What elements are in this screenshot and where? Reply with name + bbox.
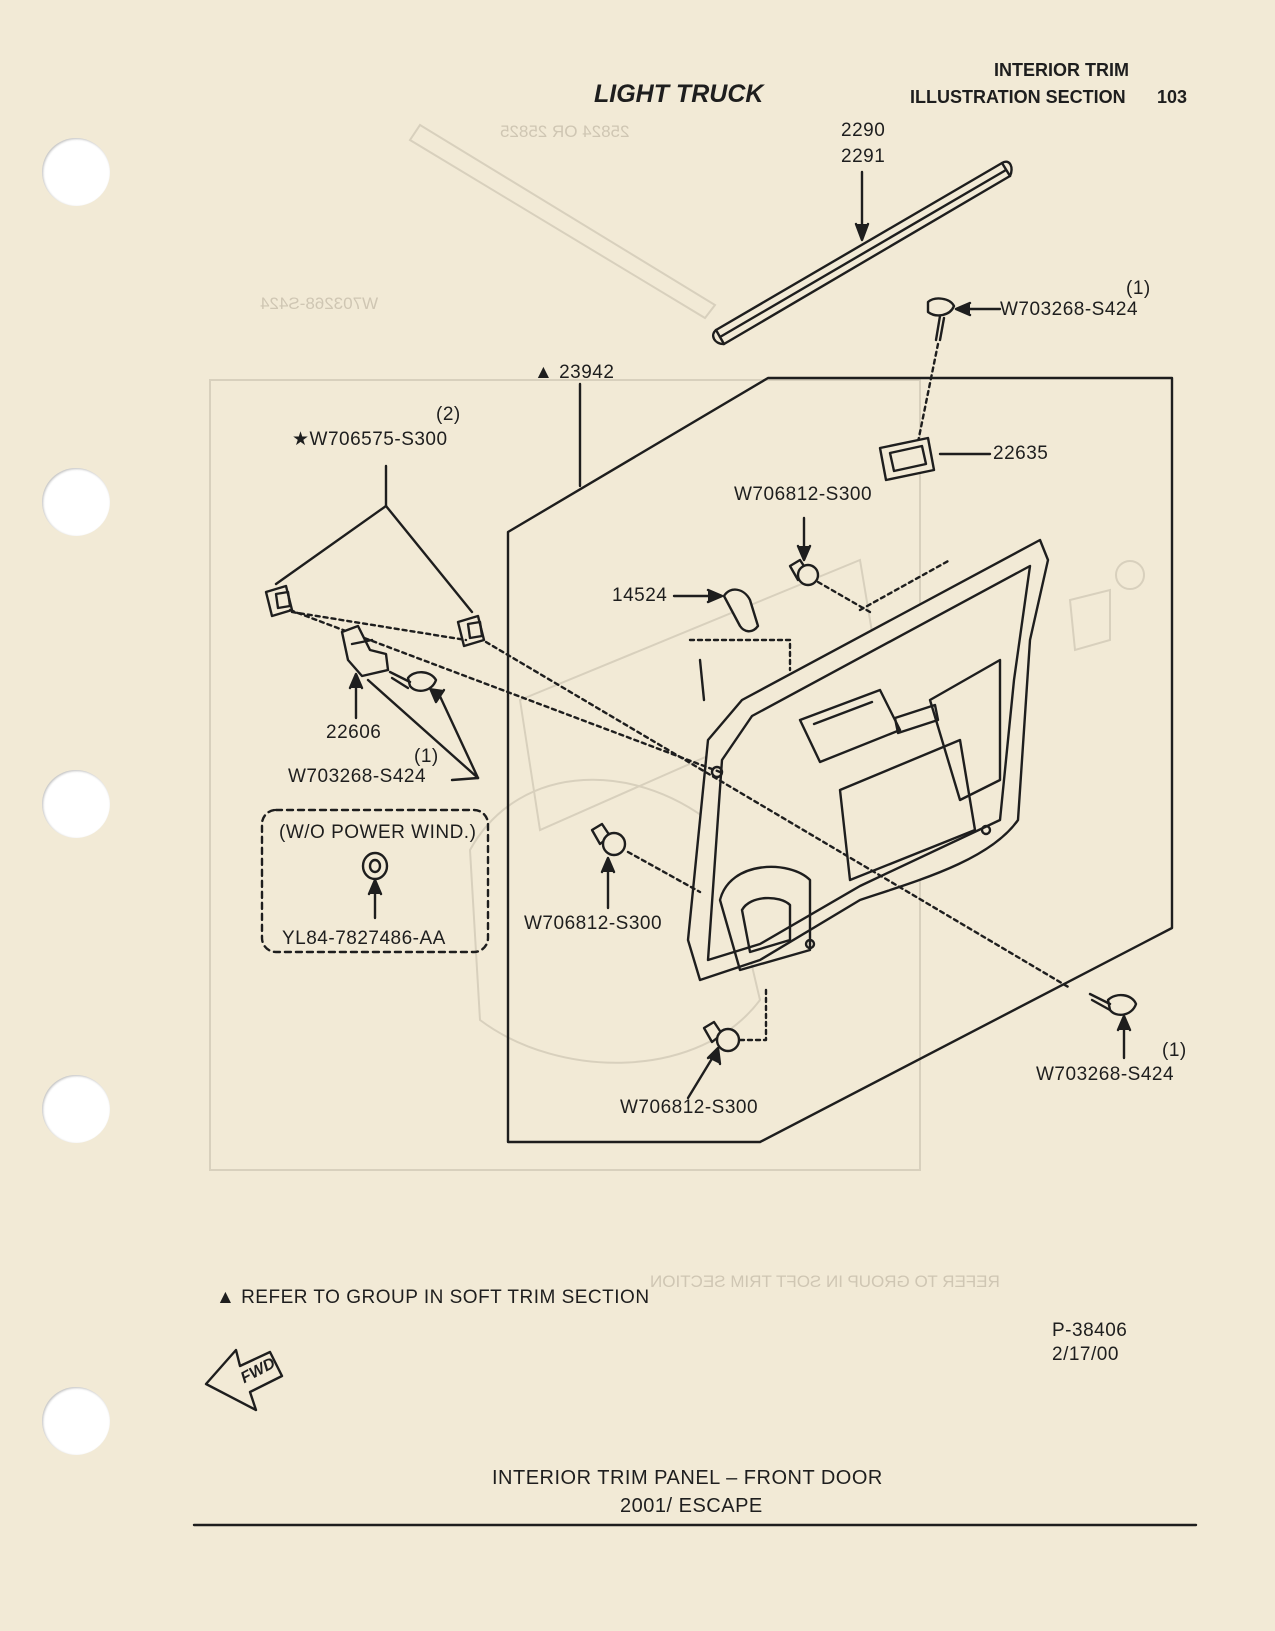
callout-pin-top: W706812-S300 [734, 484, 873, 505]
pin-bottom-shape [702, 1020, 741, 1053]
page-number: 103 [1157, 87, 1188, 107]
panel-outline-box [506, 376, 1174, 1144]
binder-hole [42, 138, 110, 206]
pin-mid-shape [590, 822, 627, 857]
footer-title: INTERIOR TRIM PANEL – FRONT DOOR [492, 1467, 883, 1489]
screw-left-shape [388, 670, 438, 692]
handle-bracket-shape [722, 588, 760, 633]
section-title: INTERIOR TRIM [994, 60, 1129, 80]
bleed-through-text: W703268-S424 [260, 294, 379, 313]
pin-top-shape [788, 558, 820, 587]
binder-hole [42, 1075, 110, 1143]
binder-hole [42, 770, 110, 838]
screw-top-shape [926, 297, 956, 342]
callout-screw-left-qty: (1) [414, 746, 439, 767]
callout-bracket-qty: (2) [436, 404, 461, 425]
callout-screw-left: W703268-S424 [288, 766, 427, 787]
callout-screw-top-qty: (1) [1126, 278, 1151, 299]
fwd-arrow-shape [204, 1348, 284, 1412]
inset-title: (W/O POWER WIND.) [279, 822, 477, 843]
callout-bracket-clip: ★W706575-S300 [292, 429, 448, 450]
weatherstrip-shape [712, 160, 1013, 346]
bracket-clip-left-shape [264, 584, 294, 618]
binder-hole [42, 1387, 110, 1455]
callout-retainer: 22606 [326, 722, 382, 743]
drawing-number: P-38406 [1052, 1320, 1128, 1341]
switch-bezel-shape [878, 436, 936, 482]
bleed-through-text: 25824 OR 25825 [500, 122, 630, 141]
footer-model: 2001/ ESCAPE [620, 1495, 763, 1517]
retainer-shape [340, 624, 390, 678]
callout-pin-bottom: W706812-S300 [620, 1097, 759, 1118]
section-subtitle: ILLUSTRATION SECTION [910, 87, 1126, 107]
callout-handle-bracket: 14524 [612, 585, 668, 606]
screw-right-shape [1088, 992, 1138, 1016]
category-title: LIGHT TRUCK [594, 80, 764, 108]
binder-hole [42, 468, 110, 536]
callout-weatherstrip-1: 2290 [841, 120, 886, 141]
callout-switch-bezel: 22635 [993, 443, 1049, 464]
callout-panel: ▲ 23942 [534, 362, 615, 383]
inset-part-number: YL84-7827486-AA [282, 928, 446, 949]
footnote: ▲ REFER TO GROUP IN SOFT TRIM SECTION [216, 1287, 650, 1308]
callout-screw-right: W703268-S424 [1036, 1064, 1175, 1085]
door-trim-panel-shape [686, 538, 1050, 982]
callout-pin-mid: W706812-S300 [524, 913, 663, 934]
callout-screw-right-qty: (1) [1162, 1040, 1187, 1061]
drawing-date: 2/17/00 [1052, 1344, 1119, 1365]
bleed-through-text: REFER TO GROUP IN SOFT TRIM SECTION [650, 1272, 1000, 1291]
bushing-shape [361, 851, 389, 881]
bracket-clip-right-shape [456, 614, 486, 648]
inset-box [260, 808, 490, 954]
callout-screw-top: W703268-S424 [1000, 299, 1139, 320]
callout-weatherstrip-2: 2291 [841, 146, 886, 167]
